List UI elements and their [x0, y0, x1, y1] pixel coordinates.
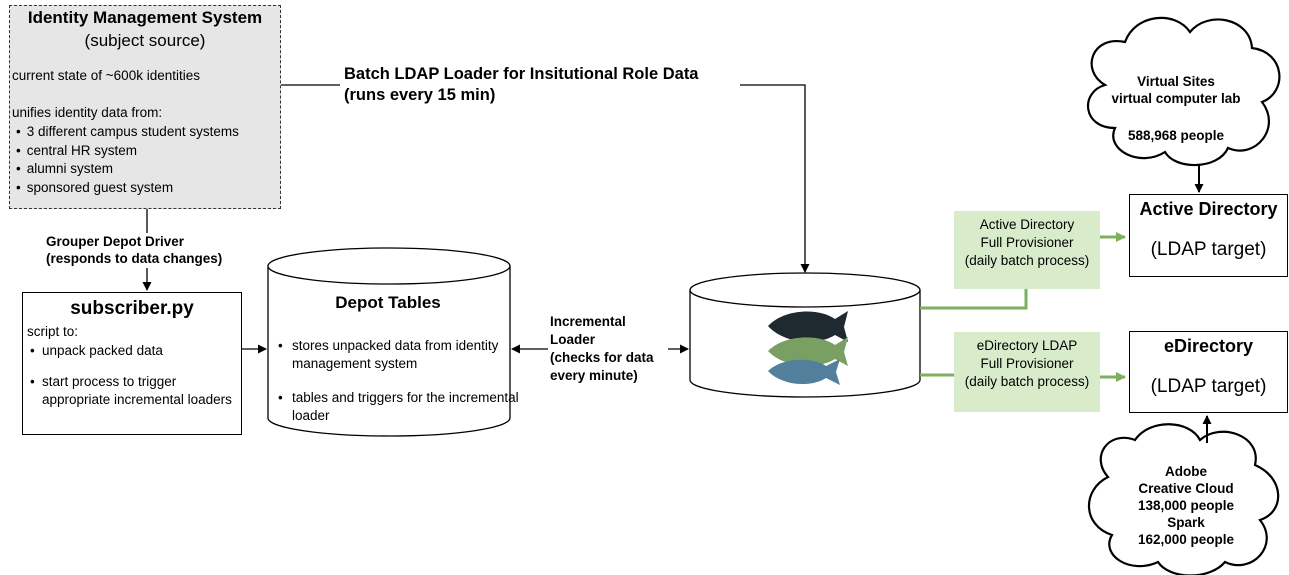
virtual-sites-cloud: [1087, 16, 1281, 167]
adobe-line2: Creative Cloud: [1138, 481, 1234, 496]
ad-provisioner-line1: Active Directory: [979, 217, 1075, 232]
edir-provisioner-box: eDirectory LDAP Full Provisioner (daily …: [954, 332, 1100, 412]
subscriber-title: subscriber.py: [70, 298, 194, 319]
adobe-line1: Adobe: [1165, 464, 1207, 479]
subscriber-item: start process to trigger appropriate inc…: [27, 373, 239, 409]
ims-source-item: central HR system: [12, 142, 239, 161]
depot-title: Depot Tables: [335, 293, 441, 312]
incremental-loader-line3: (checks for data: [550, 350, 654, 365]
virtual-sites-count: 588,968 people: [1127, 128, 1225, 143]
edir-target-title: eDirectory: [1163, 336, 1254, 356]
edirectory-target: eDirectory (LDAP target): [1129, 331, 1288, 413]
subscriber-list: unpack packed data start process to trig…: [27, 342, 239, 422]
subscriber-intro: script to:: [27, 324, 79, 339]
adobe-line4: Spark: [1167, 515, 1205, 530]
ad-provisioner-box: Active Directory Full Provisioner (daily…: [954, 211, 1100, 289]
ims-source-item: sponsored guest system: [12, 179, 239, 198]
active-directory-target: Active Directory (LDAP target): [1129, 194, 1288, 277]
batch-loader-label-line1: Batch LDAP Loader for Insitutional Role …: [344, 65, 699, 83]
ims-source-item: alumni system: [12, 160, 239, 179]
ad-target-subtitle: (LDAP target): [1150, 239, 1267, 260]
virtual-sites-line1: Virtual Sites: [1137, 74, 1215, 89]
ims-source-item: 3 different campus student systems: [12, 123, 239, 142]
ims-source-list: 3 different campus student systems centr…: [12, 123, 239, 197]
depot-list: stores unpacked data from identity manag…: [278, 337, 526, 441]
subscriber-item: unpack packed data: [27, 342, 239, 360]
ad-provisioner-line2: Full Provisioner: [980, 235, 1074, 250]
depot-item: tables and triggers for the incremental …: [278, 389, 526, 425]
ims-unifies-text: unifies identity data from:: [12, 105, 163, 120]
adobe-cloud: [1087, 423, 1280, 575]
incremental-loader-line2: Loader: [550, 332, 596, 347]
incremental-loader-line4: every minute): [550, 368, 638, 383]
adobe-line5: 162,000 people: [1137, 532, 1235, 547]
edir-target-subtitle: (LDAP target): [1150, 376, 1267, 397]
incremental-loader-line1: Incremental: [550, 314, 626, 329]
batch-loader-connector: [281, 84, 810, 273]
adobe-line3: 138,000 people: [1137, 498, 1235, 513]
virtual-sites-line2: virtual computer lab: [1111, 91, 1241, 106]
depot-item: stores unpacked data from identity manag…: [278, 337, 526, 373]
grouper-driver-label-line1: Grouper Depot Driver: [46, 234, 185, 249]
ad-target-title: Active Directory: [1139, 199, 1278, 219]
grouper-fish-logo: [768, 311, 848, 385]
registry-to-ad-provisioner: [920, 289, 1028, 310]
subscriber-box: subscriber.py script to: unpack packed d…: [22, 292, 242, 435]
edir-provisioner-line1: eDirectory LDAP: [976, 338, 1078, 353]
ims-subtitle: (subject source): [84, 31, 206, 50]
ad-provisioner-line3: (daily batch process): [964, 253, 1090, 268]
edir-provisioner-line2: Full Provisioner: [980, 356, 1074, 371]
batch-loader-label-line2: (runs every 15 min): [344, 86, 496, 104]
ims-title: Identity Management System: [27, 8, 263, 27]
identity-management-box: Identity Management System (subject sour…: [9, 5, 281, 209]
edir-provisioner-line3: (daily batch process): [964, 374, 1090, 389]
grouper-driver-label-line2: (responds to data changes): [46, 251, 223, 266]
ims-state-text: current state of ~600k identities: [12, 68, 200, 83]
